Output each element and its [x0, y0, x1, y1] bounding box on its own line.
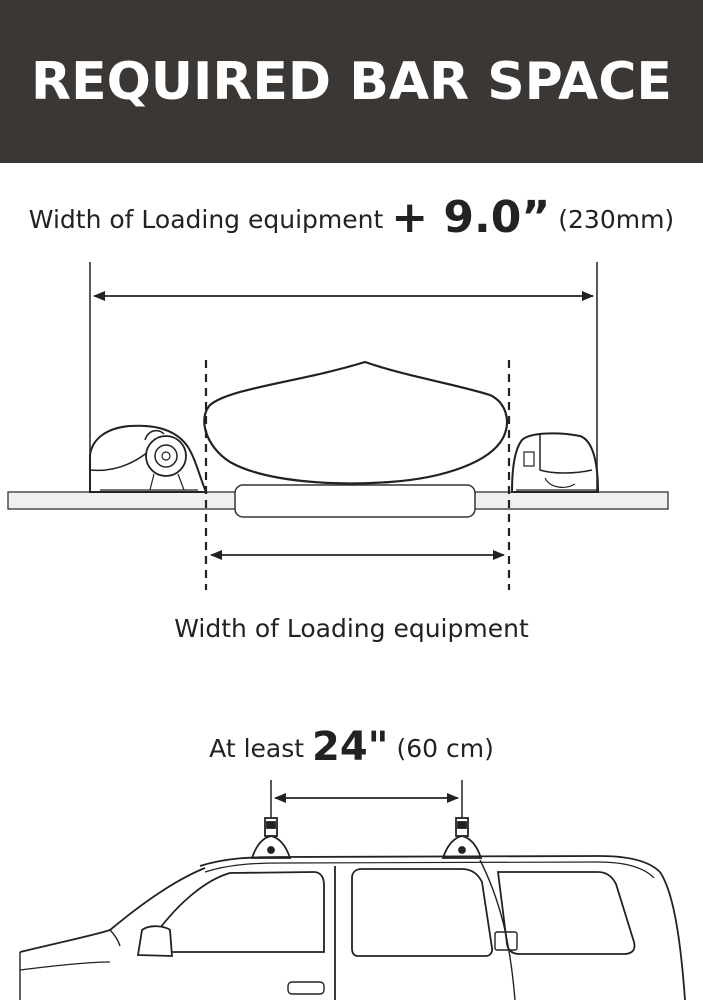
equipment-width-caption: Width of Loading equipment — [174, 614, 529, 643]
left-mount — [89, 424, 208, 493]
bar-spacing-value: 24" — [312, 724, 389, 770]
total-width-value: + 9.0” — [391, 192, 551, 243]
bar-spacing-caption: At least 24" (60 cm) — [0, 724, 703, 770]
rear-roof-mount — [441, 817, 483, 859]
total-width-metric: (230mm) — [550, 205, 675, 234]
crossbar-top-view — [7, 262, 669, 590]
bar-spacing-label: At least — [209, 734, 312, 763]
bar-spacing-metric: (60 cm) — [388, 734, 494, 763]
total-width-label: Width of Loading equipment — [28, 205, 392, 234]
total-width-caption: Width of Loading equipment + 9.0” (230mm… — [0, 192, 703, 243]
car-side-view — [19, 780, 686, 1000]
header-banner: REQUIRED BAR SPACE — [0, 0, 703, 163]
page-title: REQUIRED BAR SPACE — [31, 51, 672, 112]
kayak-hull — [203, 360, 508, 485]
right-mount — [510, 432, 600, 493]
front-roof-mount — [250, 817, 292, 859]
bar-pad — [234, 484, 476, 518]
